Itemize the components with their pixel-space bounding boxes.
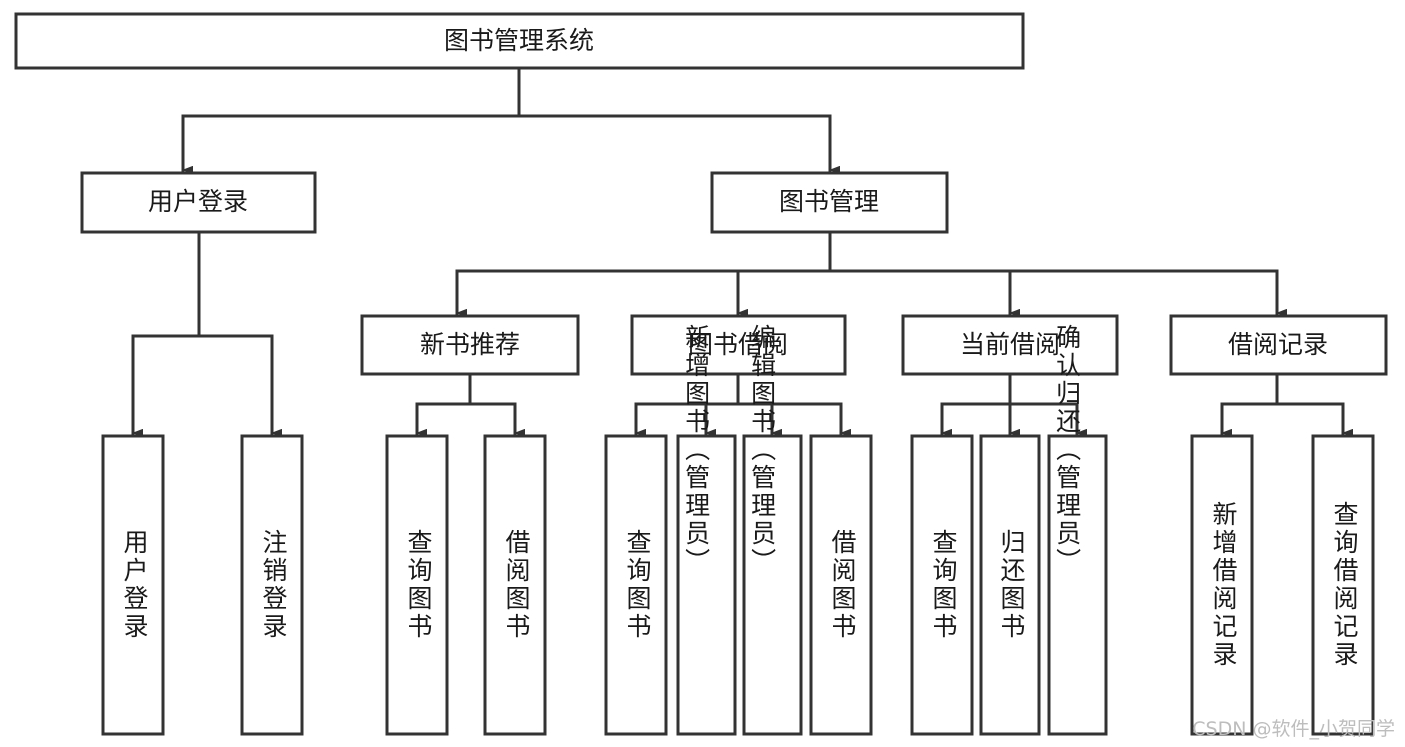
node-leaf-query-book-1[interactable]: 查询图书 bbox=[385, 434, 449, 736]
node-leaf-edit-book-box[interactable] bbox=[742, 434, 803, 736]
node-new-book-rec-box[interactable] bbox=[360, 314, 580, 376]
node-book-borrow-label: 图书借阅 bbox=[688, 330, 788, 359]
node-book-borrow-box[interactable] bbox=[630, 314, 847, 376]
node-borrow-record-box[interactable] bbox=[1169, 314, 1388, 376]
node-current-borrow-label: 当前借阅 bbox=[960, 330, 1060, 359]
node-user-login-box[interactable] bbox=[80, 171, 317, 234]
node-leaf-add-book-label: 新增图书（管理员） bbox=[682, 324, 711, 576]
node-leaf-borrow-book-1[interactable]: 借阅图书 bbox=[483, 434, 547, 736]
node-leaf-query-book-3[interactable]: 查询图书 bbox=[910, 434, 974, 736]
node-root-label: 图书管理系统 bbox=[444, 26, 594, 55]
node-leaf-borrow-book-2-box[interactable] bbox=[809, 434, 873, 736]
node-book-borrow[interactable]: 图书借阅 bbox=[630, 314, 847, 376]
node-leaf-query-book-1-box[interactable] bbox=[385, 434, 449, 736]
node-borrow-record[interactable]: 借阅记录 bbox=[1169, 314, 1388, 376]
node-root-box[interactable] bbox=[14, 12, 1025, 70]
node-current-borrow-box[interactable] bbox=[901, 314, 1119, 376]
node-leaf-borrow-book-2-label: 借阅图书 bbox=[828, 529, 857, 641]
node-leaf-user-login-label: 用户登录 bbox=[120, 529, 149, 641]
node-user-login-label: 用户登录 bbox=[148, 187, 248, 216]
node-leaf-query-record-box[interactable] bbox=[1311, 434, 1375, 736]
node-current-borrow[interactable]: 当前借阅 bbox=[901, 314, 1119, 376]
node-leaf-edit-book-label: 编辑图书（管理员） bbox=[748, 324, 777, 576]
node-leaf-confirm-return-label: 确认归还（管理员） bbox=[1053, 324, 1082, 576]
node-leaf-logout-label: 注销登录 bbox=[259, 529, 288, 641]
node-leaf-add-book[interactable]: 新增图书（管理员） bbox=[676, 324, 737, 736]
node-leaf-query-book-2[interactable]: 查询图书 bbox=[604, 434, 668, 736]
node-book-manage[interactable]: 图书管理 bbox=[710, 171, 949, 234]
node-leaf-return-book-box[interactable] bbox=[979, 434, 1041, 736]
node-leaf-query-book-2-box[interactable] bbox=[604, 434, 668, 736]
node-leaf-query-record-label: 查询借阅记录 bbox=[1330, 501, 1359, 669]
connector-group bbox=[131, 66, 1353, 438]
node-new-book-rec-label: 新书推荐 bbox=[420, 330, 520, 359]
node-leaf-add-record[interactable]: 新增借阅记录 bbox=[1190, 434, 1254, 736]
node-leaf-query-record[interactable]: 查询借阅记录 bbox=[1311, 434, 1375, 736]
node-leaf-user-login[interactable]: 用户登录 bbox=[101, 434, 165, 736]
node-leaf-return-book-label: 归还图书 bbox=[997, 529, 1026, 641]
node-book-manage-box[interactable] bbox=[710, 171, 949, 234]
node-new-book-rec[interactable]: 新书推荐 bbox=[360, 314, 580, 376]
node-leaf-add-record-box[interactable] bbox=[1190, 434, 1254, 736]
node-leaf-query-book-2-label: 查询图书 bbox=[623, 529, 652, 641]
node-leaf-user-login-box[interactable] bbox=[101, 434, 165, 736]
node-leaf-borrow-book-1-label: 借阅图书 bbox=[502, 529, 531, 641]
node-leaf-confirm-return-box[interactable] bbox=[1047, 434, 1108, 736]
node-root[interactable]: 图书管理系统 bbox=[14, 12, 1025, 70]
node-leaf-query-book-3-box[interactable] bbox=[910, 434, 974, 736]
node-leaf-logout-box[interactable] bbox=[240, 434, 304, 736]
node-leaf-edit-book[interactable]: 编辑图书（管理员） bbox=[742, 324, 803, 736]
node-leaf-logout[interactable]: 注销登录 bbox=[240, 434, 304, 736]
node-user-login[interactable]: 用户登录 bbox=[80, 171, 317, 234]
node-book-manage-label: 图书管理 bbox=[779, 187, 879, 216]
node-leaf-add-record-label: 新增借阅记录 bbox=[1209, 501, 1238, 669]
node-leaf-borrow-book-1-box[interactable] bbox=[483, 434, 547, 736]
node-leaf-query-book-3-label: 查询图书 bbox=[929, 529, 958, 641]
node-leaf-return-book[interactable]: 归还图书 bbox=[979, 434, 1041, 736]
node-borrow-record-label: 借阅记录 bbox=[1228, 330, 1328, 359]
node-leaf-confirm-return[interactable]: 确认归还（管理员） bbox=[1047, 324, 1108, 736]
node-leaf-borrow-book-2[interactable]: 借阅图书 bbox=[809, 434, 873, 736]
node-leaf-query-book-1-label: 查询图书 bbox=[404, 529, 433, 641]
node-leaf-add-book-box[interactable] bbox=[676, 434, 737, 736]
